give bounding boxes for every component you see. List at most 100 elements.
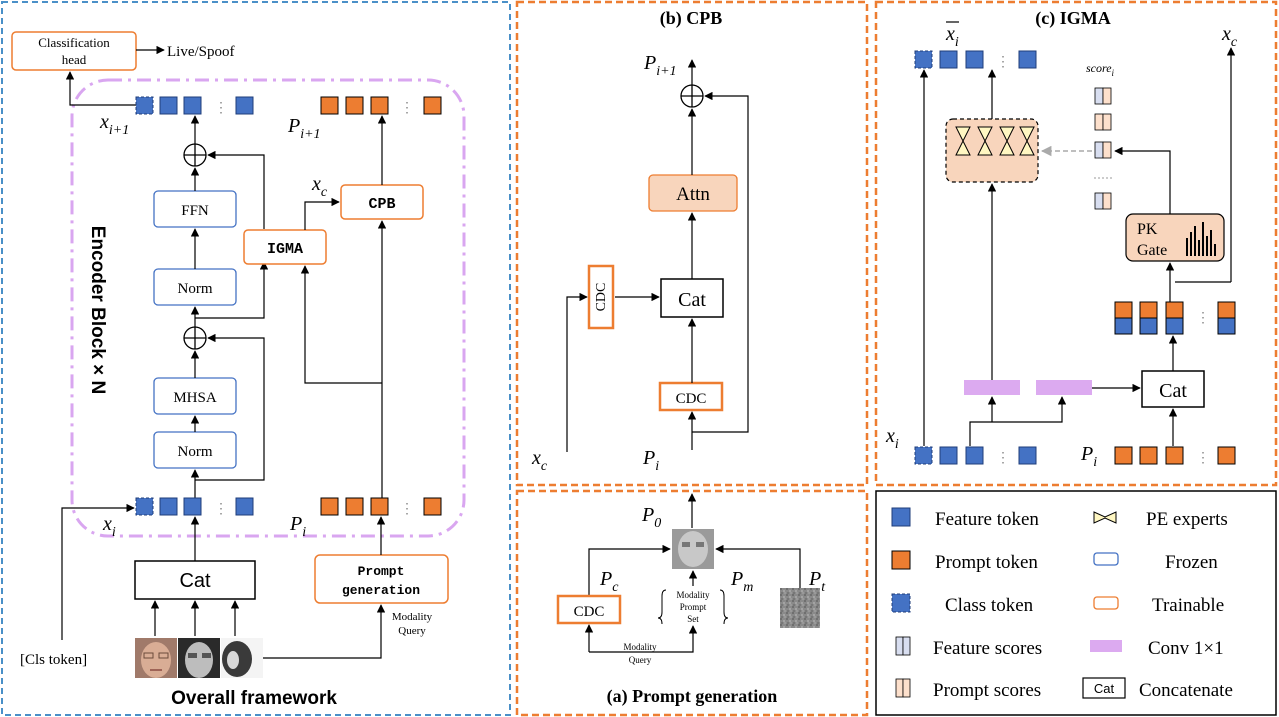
igma-score-column (1094, 87, 1112, 210)
igma-title: (c) IGMA (1035, 8, 1110, 29)
live-spoof-label: Live/Spoof (167, 44, 235, 60)
svg-text:Cat: Cat (1159, 380, 1187, 402)
svg-text:Attn: Attn (676, 184, 710, 205)
igma-conv-right (1036, 380, 1092, 395)
legend-feature-token: Feature token (935, 509, 1039, 530)
face-rgb-image (135, 638, 177, 678)
prompt-gen-panel (515, 489, 869, 717)
encoder-block-outline (70, 78, 466, 538)
cat-box-overall (134, 560, 256, 600)
pg-prompt-set-brace (657, 589, 729, 625)
legend-panel (875, 490, 1277, 716)
igma-bottom-feature-tokens: ⋮ (914, 446, 1037, 466)
pg-pm-label: Pm (730, 568, 753, 595)
svg-text:generation: generation (342, 583, 420, 598)
x-i-plus-1-label: xi+1 (99, 111, 129, 138)
igma-gate-bars-icon (1186, 222, 1216, 256)
legend-cat-icon: Cat (1094, 681, 1115, 696)
igma-x-bar-label: xi (945, 23, 959, 50)
legend-prompt-scores-swatch (895, 678, 911, 698)
cpb-cat-box (660, 278, 724, 318)
svg-text:Norm: Norm (178, 444, 213, 460)
p-i-label: Pi (289, 513, 306, 540)
igma-x-i-label: xi (885, 425, 899, 452)
cpb-title: (b) CPB (660, 8, 723, 29)
cpb-p-i-label: Pi (642, 447, 659, 474)
cls-token-label: [Cls token] (20, 652, 87, 668)
overall-panel (1, 1, 511, 716)
pg-p0-label: P0 (641, 504, 661, 531)
svg-text:MHSA: MHSA (173, 390, 217, 406)
legend-feature-token-swatch (891, 507, 911, 527)
svg-text:Cat: Cat (678, 289, 706, 311)
legend-feature-scores: Feature scores (933, 638, 1042, 659)
legend-trainable-swatch (1093, 596, 1119, 610)
pg-caption: (a) Prompt generation (607, 686, 778, 707)
svg-text:⋮: ⋮ (214, 101, 228, 116)
pg-noise-image (780, 588, 820, 628)
svg-text:CDC: CDC (676, 391, 707, 407)
classification-head-label-1: Classification (38, 35, 110, 50)
svg-text:⋮: ⋮ (400, 101, 414, 116)
x-i-label: xi (102, 513, 116, 540)
svg-text:CPB: CPB (368, 196, 395, 213)
svg-text:⋮: ⋮ (1196, 311, 1210, 326)
cpb-p-out-label: Pi+1 (643, 52, 677, 79)
legend-class-token: Class token (945, 595, 1034, 616)
face-depth-image (221, 638, 263, 678)
face-ir-image (178, 638, 220, 678)
igma-bottom-prompt-tokens: ⋮ (1114, 446, 1236, 466)
legend-concatenate: Concatenate (1139, 680, 1233, 701)
svg-text:Prompt: Prompt (358, 564, 405, 579)
legend-class-token-swatch (891, 593, 911, 613)
p-i-plus-1-label: Pi+1 (287, 115, 321, 142)
classification-head-label-2: head (62, 52, 87, 67)
svg-text:Query: Query (398, 625, 426, 637)
overall-caption: Overall framework (171, 688, 337, 709)
bottom-feature-tokens: ⋮ (135, 497, 254, 517)
svg-text:CDC: CDC (574, 604, 605, 620)
igma-pe-expert-icons (955, 126, 1035, 156)
svg-text:⋮: ⋮ (996, 451, 1010, 466)
pg-cdc-box (556, 594, 622, 625)
top-prompt-tokens: ⋮ (320, 96, 442, 116)
legend-frozen-swatch (1093, 552, 1119, 566)
cpb-x-c-label: xc (531, 447, 548, 474)
igma-conv-left (964, 380, 1020, 395)
legend-conv: Conv 1×1 (1148, 638, 1224, 659)
legend-pe-experts: PE experts (1146, 509, 1228, 530)
svg-text:Prompt: Prompt (680, 602, 707, 612)
svg-text:Norm: Norm (178, 281, 213, 297)
cpb-panel (515, 0, 869, 487)
svg-text:PK: PK (1137, 221, 1158, 238)
top-feature-tokens: ⋮ (135, 96, 254, 116)
encoder-label: Encoder Block × N (87, 226, 108, 394)
classification-head-box (11, 31, 137, 71)
svg-text:⋮: ⋮ (1196, 451, 1210, 466)
bottom-prompt-tokens: ⋮ (320, 497, 442, 517)
igma-panel (874, 0, 1278, 487)
pg-pt-label: Pt (808, 568, 826, 595)
svg-text:Gate: Gate (1137, 242, 1167, 259)
legend-frozen: Frozen (1165, 552, 1218, 573)
igma-stacked-tokens: ⋮ (1114, 301, 1236, 335)
cpb-attn-box (648, 174, 738, 212)
legend-cat-icon-box (1082, 677, 1126, 699)
pg-pc-label: Pc (599, 568, 619, 595)
igma-top-feature-tokens: ⋮ (914, 50, 1037, 70)
svg-text:Query: Query (629, 655, 652, 665)
pg-face-image (672, 529, 714, 569)
igma-score-label: scorei (1086, 61, 1115, 78)
igma-x-c-label: xc (1221, 23, 1238, 50)
igma-box-overall (243, 229, 327, 265)
svg-text:⋮: ⋮ (400, 502, 414, 517)
svg-text:Modality: Modality (677, 590, 710, 600)
legend-pe-experts-icon (1093, 511, 1117, 524)
cpb-cdc-side-box (587, 264, 615, 330)
legend-feature-scores-swatch (895, 636, 911, 656)
svg-text:IGMA: IGMA (267, 241, 303, 258)
svg-text:⋮: ⋮ (214, 502, 228, 517)
legend-prompt-token: Prompt token (935, 552, 1038, 573)
svg-text:Set: Set (687, 614, 699, 624)
